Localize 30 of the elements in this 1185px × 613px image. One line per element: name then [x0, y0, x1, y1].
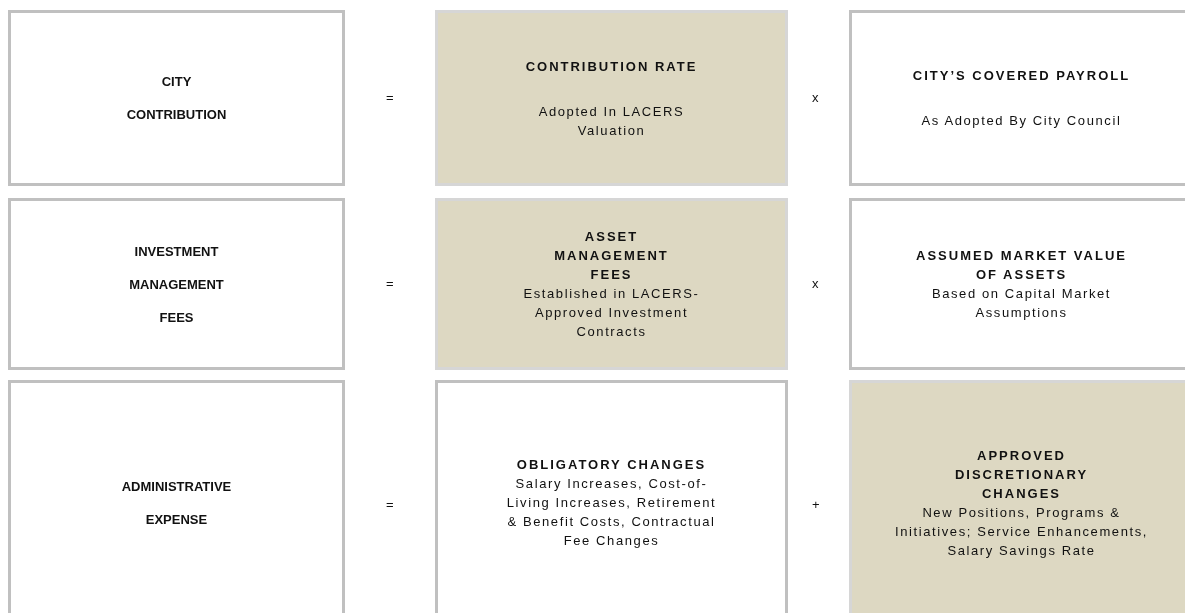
box-description: Salary Increases, Cost-of-Living Increases, Retirement & Benefit Costs, Contractual Fee Changes [505, 475, 718, 550]
shaded-factor-box [849, 380, 1185, 613]
box-description: Established in LACERS-Approved Investment Contracts [522, 285, 701, 341]
result-box [8, 10, 345, 186]
shaded-factor-box [435, 198, 788, 370]
box-description: As Adopted By City Council [921, 112, 1122, 130]
box-heading: CONTRIBUTION RATE [525, 57, 698, 76]
box-description: Adopted In LACERS Valuation [537, 102, 686, 140]
operator-sign: x [812, 90, 819, 105]
box-description: Based on Capital Market Assumptions [930, 285, 1113, 322]
operator-sign: = [386, 90, 394, 105]
result-box [8, 198, 345, 370]
operator-sign: x [812, 276, 819, 291]
operator-sign: + [812, 497, 820, 512]
result-box [8, 380, 345, 613]
box-heading: INVESTMENT MANAGEMENT FEES [128, 242, 225, 327]
box-heading: OBLIGATORY CHANGES [516, 456, 707, 474]
factor-box [849, 198, 1185, 370]
box-description: New Positions, Programs & Initiatives; Service Enhancements, Salary Savings Rate [893, 503, 1150, 560]
operator-sign: = [386, 497, 394, 512]
box-heading: CITY CONTRIBUTION [125, 73, 228, 124]
operator-sign: = [386, 276, 394, 291]
box-heading: CITY’S COVERED PAYROLL [912, 67, 1131, 85]
box-heading: ADMINISTRATIVE EXPENSE [120, 477, 233, 529]
factor-box [849, 10, 1185, 186]
box-heading: ASSET MANAGEMENT FEES [553, 228, 670, 284]
factor-box [435, 380, 788, 613]
shaded-factor-box [435, 10, 788, 186]
box-heading: ASSUMED MARKET VALUE OF ASSETS [915, 247, 1128, 284]
box-heading: APPROVED DISCRETIONARY CHANGES [953, 446, 1090, 503]
